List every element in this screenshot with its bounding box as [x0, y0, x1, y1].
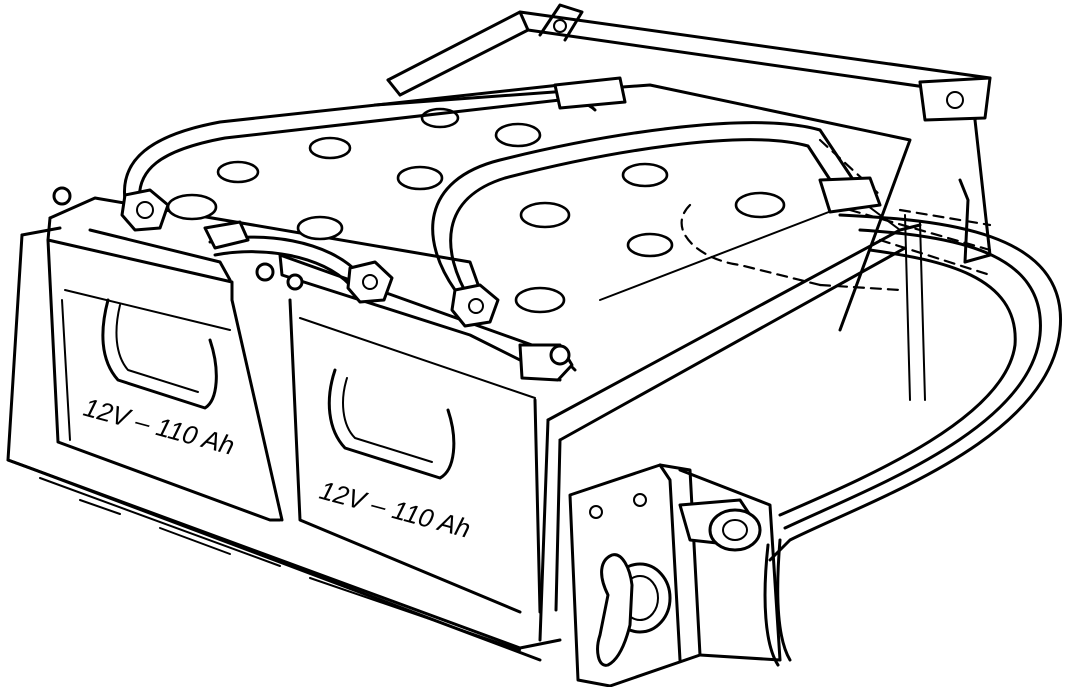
knob-icon: [596, 553, 672, 667]
battery-right-label: 12V – 110 Ah: [316, 475, 473, 544]
battery-left-label: 12V – 110 Ah: [80, 392, 237, 461]
rear-frame: [386, 3, 992, 401]
tray-base: [6, 226, 562, 662]
hidden-cable-run: [680, 138, 992, 292]
battery-left: 12V – 110 Ah: [46, 160, 482, 522]
battery-cables: [52, 76, 1062, 667]
side-rail: [538, 199, 922, 642]
